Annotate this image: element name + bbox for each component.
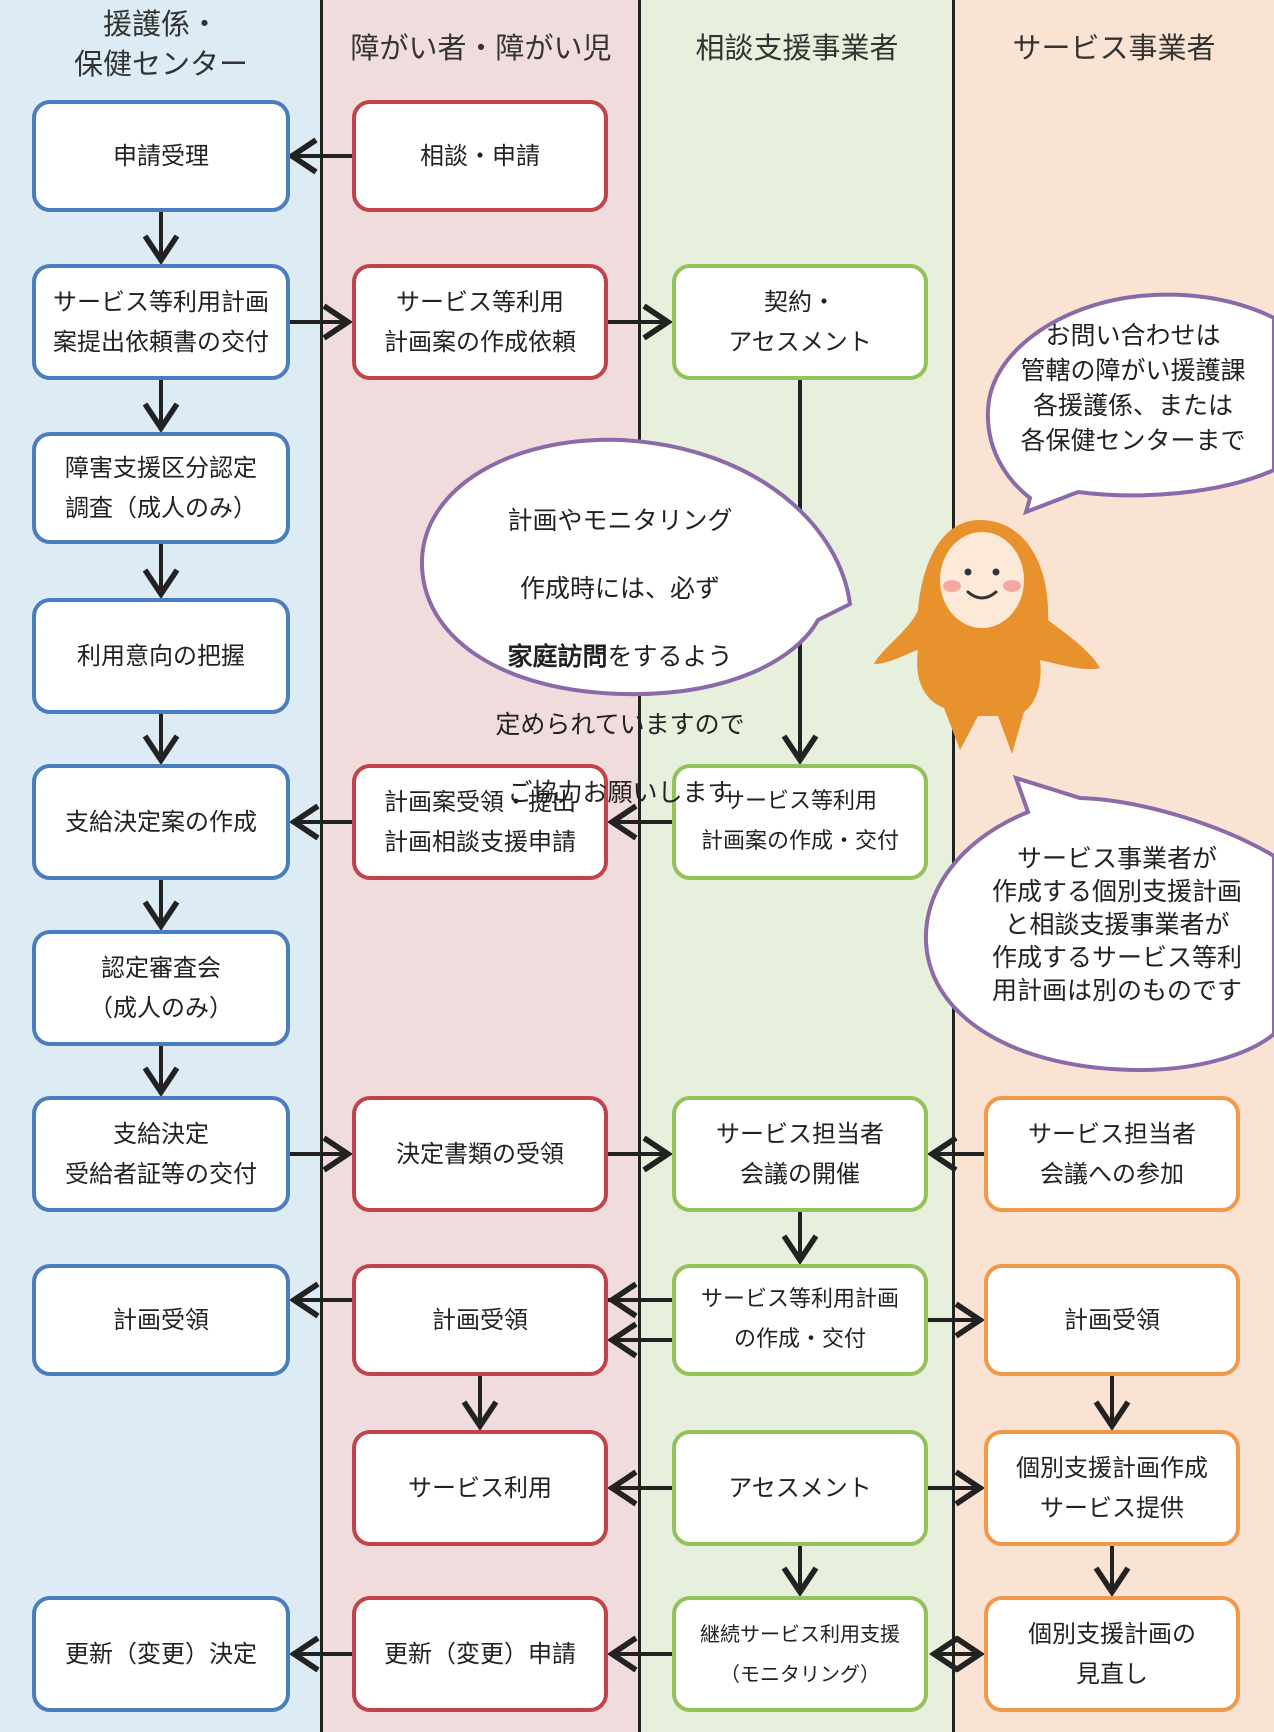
lane-title-welfare: 援護係・ 保健センター [73, 7, 248, 81]
node-plan-draft-creation: サービス等利用 計画案の作成・交付 [672, 764, 928, 880]
node-staff-meeting: サービス担当者 会議の開催 [672, 1096, 928, 1212]
node-plan-draft-submission: 計画案受領・提出 計画相談支援申請 [352, 764, 608, 880]
node-contract-assessment: 契約・ アセスメント [672, 264, 928, 380]
node-renewal-application: 更新（変更）申請 [352, 1596, 608, 1712]
bubble-inquiry-text: お問い合わせは 管轄の障がい援護課 各援護係、または 各保健センターまで [1020, 321, 1246, 455]
node-plan-receipt-provider: 計画受領 [984, 1264, 1240, 1376]
lane-title-applicant: 障がい者・障がい児 [350, 31, 612, 65]
bubble-visit-line: 家庭訪問をするよう [440, 640, 800, 674]
mascot-character [874, 520, 1100, 754]
bubble-visit-line: 定められていますので [495, 710, 745, 739]
node-payment-decision: 支給決定 受給者証等の交付 [32, 1096, 290, 1212]
node-individual-plan-service: 個別支援計画作成 サービス提供 [984, 1430, 1240, 1546]
node-support-classification-survey: 障害支援区分認定 調査（成人のみ） [32, 432, 290, 544]
lane-title-consultation: 相談支援事業者 [695, 31, 899, 65]
lane-title-service: サービス事業者 [1012, 31, 1216, 65]
node-assessment: アセスメント [672, 1430, 928, 1546]
bubble-visit-line: 計画やモニタリング [507, 506, 733, 535]
bubble-visit-text: 計画やモニタリング 作成時には、必ず 家庭訪問をするよう 定められていますので … [440, 470, 800, 844]
node-review-committee: 認定審査会 （成人のみ） [32, 930, 290, 1046]
lane-divider [320, 0, 323, 1732]
node-payment-draft: 支給決定案の作成 [32, 764, 290, 880]
bubble-visit-emphasis: 家庭訪問 [507, 642, 608, 671]
speech-bubble-inquiry [985, 292, 1274, 516]
node-monitoring: 継続サービス利用支援 （モニタリング） [672, 1596, 928, 1712]
node-plan-receipt-welfare: 計画受領 [32, 1264, 290, 1376]
node-individual-plan-review: 個別支援計画の 見直し [984, 1596, 1240, 1712]
node-meeting-participation: サービス担当者 会議への参加 [984, 1096, 1240, 1212]
node-plan-creation-delivery: サービス等利用計画 の作成・交付 [672, 1264, 928, 1376]
node-intention-assessment: 利用意向の把握 [32, 598, 290, 714]
node-plan-receipt-applicant: 計画受領 [352, 1264, 608, 1376]
speech-bubble-plans [923, 774, 1274, 1073]
speech-bubble-visit [419, 437, 853, 697]
node-renewal-decision: 更新（変更）決定 [32, 1596, 290, 1712]
node-plan-request-issuance: サービス等利用計画 案提出依頼書の交付 [32, 264, 290, 380]
node-application-acceptance: 申請受理 [32, 100, 290, 212]
bubble-visit-line: 作成時には、必ず [519, 574, 720, 603]
node-plan-creation-request: サービス等利用 計画案の作成依頼 [352, 264, 608, 380]
node-service-use: サービス利用 [352, 1430, 608, 1546]
node-decision-documents-receipt: 決定書類の受領 [352, 1096, 608, 1212]
node-consultation-application: 相談・申請 [352, 100, 608, 212]
lane-divider [638, 0, 641, 1732]
bubble-visit-line-rest: をするよう [607, 642, 733, 671]
bubble-visit-line: ご協力お願いします [507, 778, 733, 807]
bubble-plans-text: サービス事業者が 作成する個別支援計画 と相談支援事業者が 作成するサービス等利… [991, 844, 1242, 1005]
